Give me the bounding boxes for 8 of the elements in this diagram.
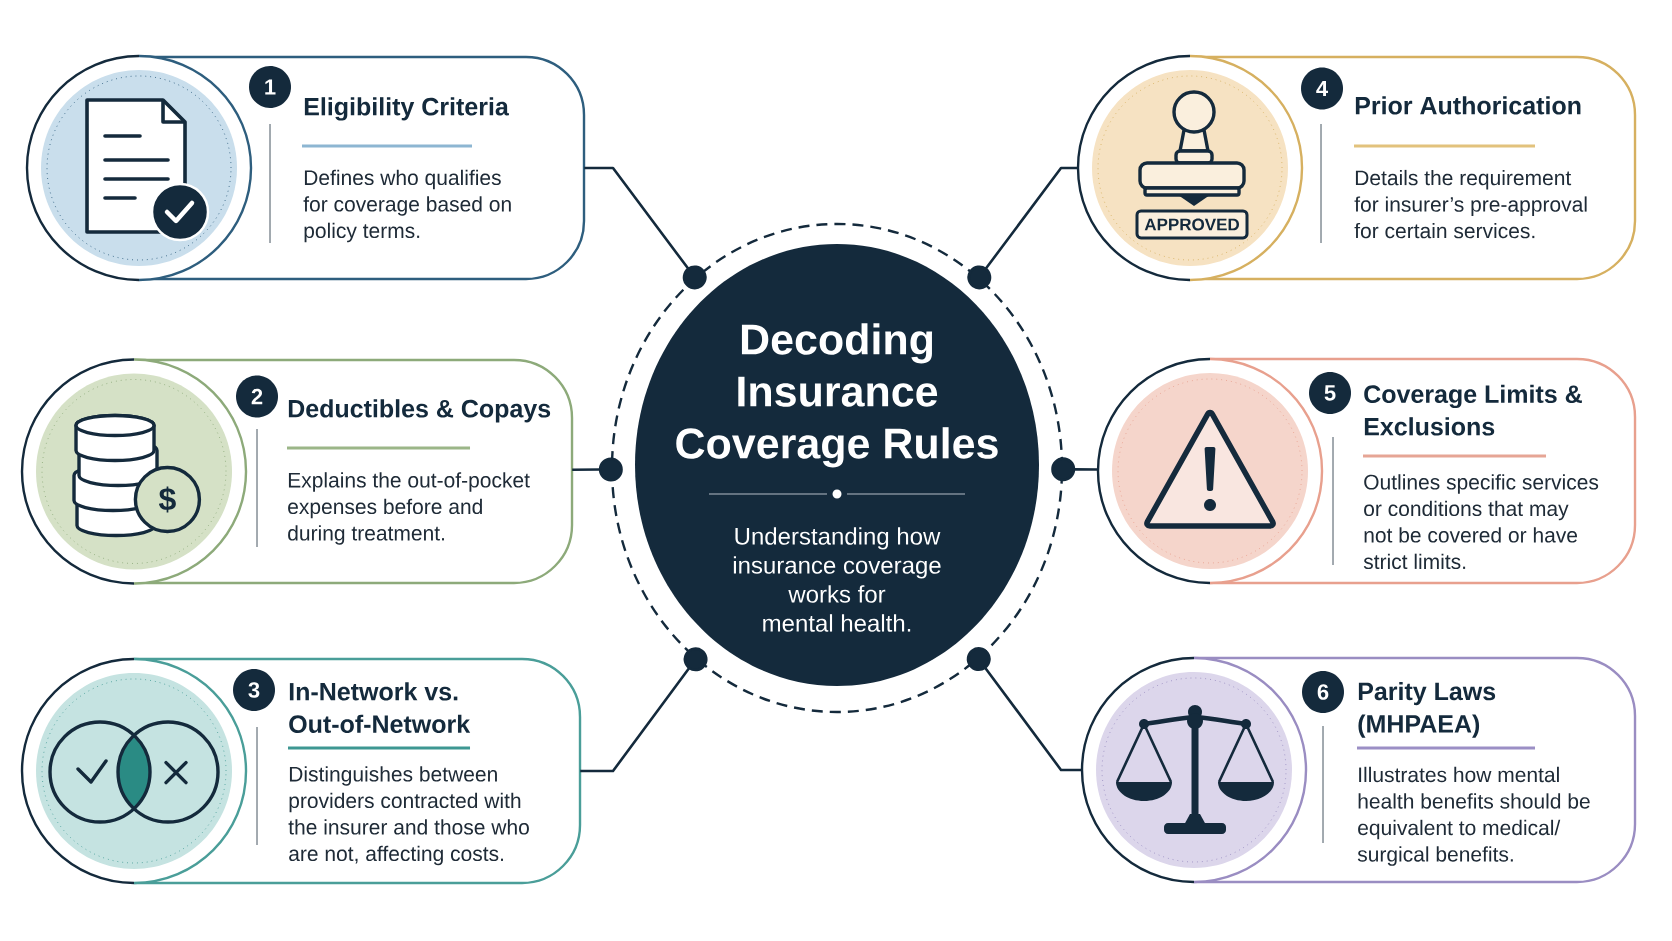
subtitle-text: Understanding how insurance coverage works for mental health. [733,527,941,632]
connector [966,647,1082,772]
connector [584,166,707,290]
connector [967,166,1078,290]
connector [1051,457,1098,482]
title-text: Decoding Insurance Coverage Rules [676,323,998,468]
connector [580,647,708,773]
connector [572,457,623,482]
